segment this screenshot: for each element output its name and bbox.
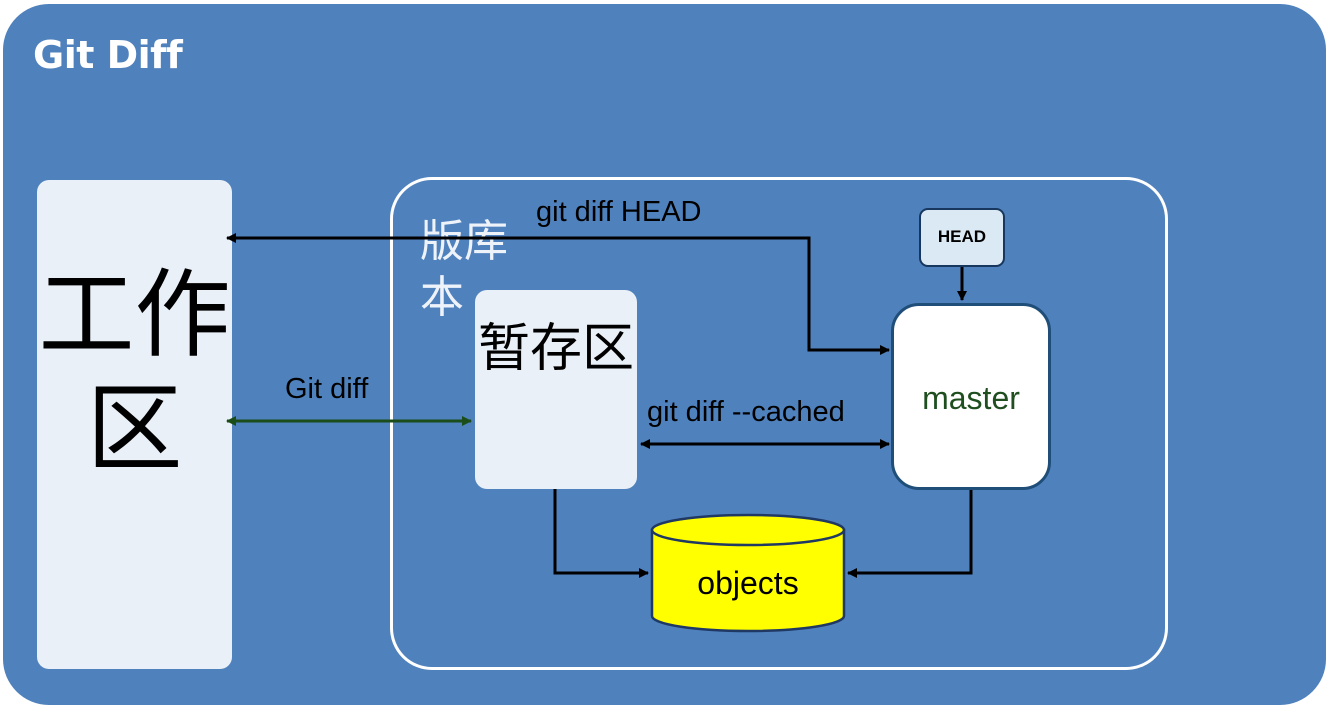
edge-label-git-diff-head: git diff HEAD (536, 196, 702, 228)
edge-label-git-diff: Git diff (285, 373, 369, 405)
arrow-stage-to-objects (553, 489, 649, 578)
workspace-label: 工作区 (38, 259, 231, 485)
objects-label: objects (697, 565, 799, 601)
edge-label-git-diff-cached: git diff --cached (647, 396, 845, 428)
arrow-git-diff-head (226, 233, 890, 355)
arrow-master-to-objects (847, 490, 973, 578)
master-box: master (891, 303, 1051, 490)
head-label: HEAD (937, 227, 987, 246)
objects-cylinder (650, 513, 846, 633)
master-label: master (922, 380, 1020, 416)
head-box: HEAD (919, 208, 1005, 267)
page-title: Git Diff (33, 33, 183, 77)
workspace-box: 工作区 (37, 180, 232, 669)
